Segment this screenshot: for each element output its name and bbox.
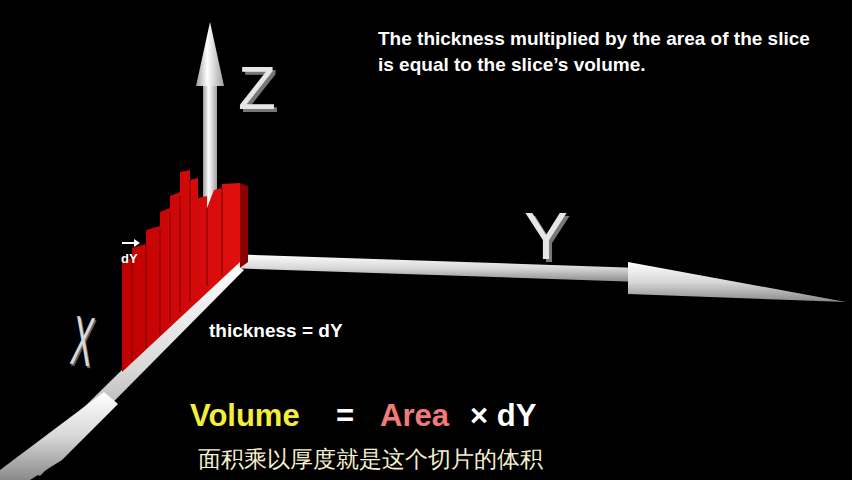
thickness-label: dY	[121, 251, 138, 266]
equation-operator: =	[336, 398, 354, 434]
axis-letter: Y	[524, 198, 568, 274]
axis-letter: Z	[238, 52, 276, 123]
caption-text: The thickness multiplied by the area of …	[378, 26, 818, 77]
axis-letter: X	[67, 300, 99, 382]
equation-term: Area	[380, 398, 449, 434]
equation-term: × dY	[470, 398, 536, 434]
thickness-label: thickness = dY	[209, 320, 343, 342]
subtitle-text: 面积乘以厚度就是这个切片的体积	[198, 444, 543, 475]
equation-term: Volume	[190, 398, 300, 434]
